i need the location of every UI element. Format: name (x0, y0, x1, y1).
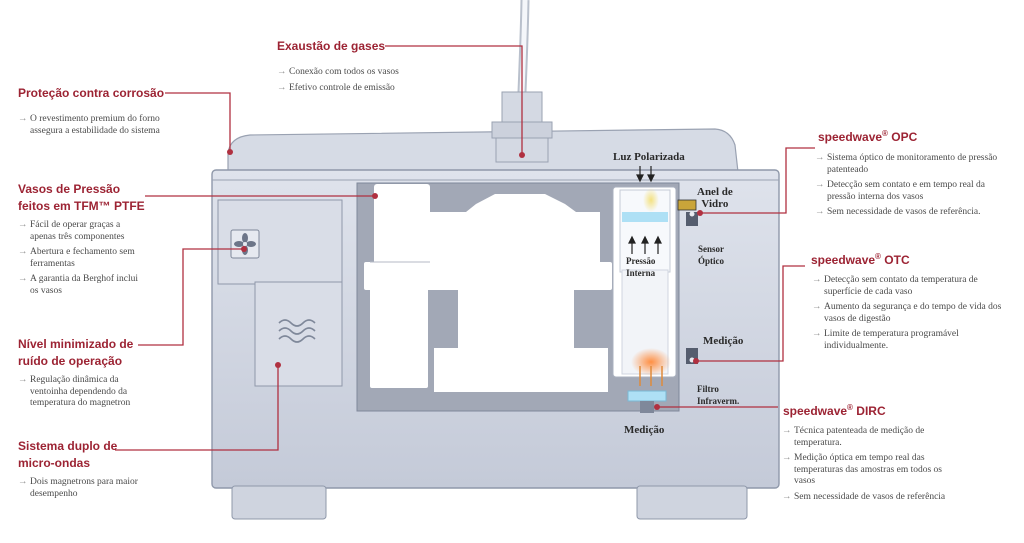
list-item: →Efetivo controle de emissão (277, 82, 395, 93)
list-item: →Detecção sem contato da temperatura de … (812, 275, 978, 297)
list-item: →Conexão com todos os vasos (277, 67, 399, 77)
list-item: →Sem necessidade de vasos de referência. (815, 207, 981, 217)
list-item: →Aumento da segurança e do tempo de vida… (812, 302, 1002, 324)
leader-dots (227, 149, 703, 410)
protecao-title: Proteção contra corrosão (18, 86, 165, 100)
label-luz-polarizada: Luz Polarizada (613, 151, 685, 163)
nivel-title: Nível minimizado de ruído de operação (18, 337, 134, 368)
vasos-title: Vasos de Pressão feitos em TFM™ PTFE (18, 182, 145, 213)
label-sensor-optico: Sensor Óptico (698, 244, 725, 266)
otc-title: speedwave® OTC (811, 252, 910, 267)
list-item: →A garantia da Berghof inclui os vasos (18, 274, 138, 296)
label-pressao-interna: Pressão Interna (626, 256, 656, 278)
list-item: →Detecção sem contato e em tempo real da… (815, 180, 985, 202)
vasos-bullets: →Fácil de operar graças a apenas três co… (18, 220, 148, 301)
list-item: →Limite de temperatura programável indiv… (812, 329, 959, 351)
dirc-bullets: →Técnica patenteada de medição de temper… (782, 426, 962, 507)
otc-bullets: →Detecção sem contato da temperatura de … (812, 275, 1007, 356)
list-item: →Sem necessidade de vasos de referência (782, 491, 946, 502)
oven-lid (227, 128, 739, 173)
microwave-waves-icon (278, 319, 316, 343)
sensor-vessel (612, 166, 698, 413)
sistema-title: Sistema duplo de micro-ondas (18, 439, 118, 470)
list-item: →Fácil de operar graças a apenas três co… (18, 220, 125, 242)
opc-bullets: →Sistema óptico de monitoramento de pres… (815, 153, 1000, 223)
label-medicao-right: Medição (703, 335, 744, 347)
list-item: →Técnica patenteada de medição de temper… (782, 426, 925, 448)
label-anel-de-vidro: Anel de Vidro (697, 186, 733, 210)
list-item: →Regulação dinâmica da ventoinha depende… (18, 375, 131, 408)
label-medicao-bottom: Medição (624, 424, 665, 436)
sistema-bullets: →Dois magnetrons para maior desempenho (18, 477, 148, 504)
foot-right (636, 485, 748, 520)
vessel-rotor (364, 184, 612, 392)
protecao-bullets: →O revestimento premium do forno assegur… (18, 114, 178, 141)
list-item: →Sistema óptico de monitoramento de pres… (815, 153, 998, 175)
foot-left (231, 485, 327, 520)
exaustao-bullets: →Conexão com todos os vasos →Efetivo con… (277, 67, 477, 98)
opc-title: speedwave® OPC (818, 129, 918, 144)
list-item: →Dois magnetrons para maior desempenho (18, 477, 138, 499)
label-filtro-infraverm: Filtro Infraverm. (697, 384, 740, 406)
list-item: →O revestimento premium do forno assegur… (18, 114, 160, 136)
leader-lines (115, 45, 815, 451)
nivel-bullets: →Regulação dinâmica da ventoinha depende… (18, 375, 153, 414)
fan-icon (230, 229, 260, 259)
list-item: →Medição óptica em tempo real das temper… (782, 453, 943, 486)
dirc-title: speedwave® DIRC (783, 403, 886, 418)
list-item: →Abertura e fechamento sem ferramentas (18, 247, 135, 269)
exaustao-title: Exaustão de gases (277, 39, 386, 53)
